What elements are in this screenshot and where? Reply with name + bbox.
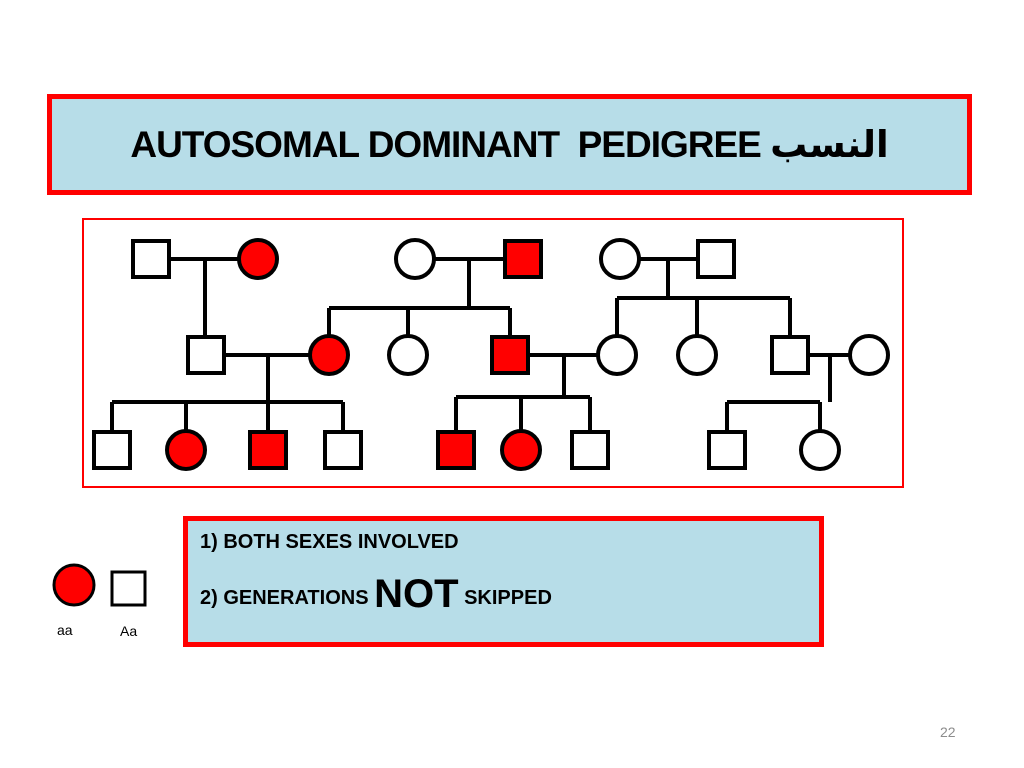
- affected-female-g2b: [308, 334, 350, 376]
- criterion-1: 1) BOTH SEXES INVOLVED: [200, 531, 459, 553]
- unaffected-male-g3d: [323, 430, 363, 470]
- unaffected-male-g3a: [92, 430, 132, 470]
- unaffected-male-g3g: [570, 430, 610, 470]
- unaffected-female-g2h: [848, 334, 890, 376]
- legend-symbols: [52, 563, 147, 607]
- affected-male-g3c: [248, 430, 288, 470]
- legend-square-icon: [110, 570, 147, 607]
- title-banner: AUTOSOMAL DOMINANT PEDIGREE النسب: [47, 94, 972, 195]
- criterion-2-prefix: 2) GENERATIONS: [200, 587, 375, 609]
- slide-title: AUTOSOMAL DOMINANT PEDIGREE النسب: [130, 124, 889, 165]
- unaffected-male-g1f: [696, 239, 736, 279]
- slide-number: 22: [940, 724, 956, 740]
- criterion-2: 2) GENERATIONS NOT SKIPPED: [200, 572, 819, 617]
- affected-female-g1b: [237, 238, 279, 280]
- affected-female-g3f: [500, 429, 542, 471]
- affected-male-g1d: [503, 239, 543, 279]
- affected-female-g3b: [165, 429, 207, 471]
- legend-label-Aa: Aa: [120, 623, 138, 639]
- affected-male-g3e: [436, 430, 476, 470]
- unaffected-female-g1c: [394, 238, 436, 280]
- unaffected-female-g1e: [599, 238, 641, 280]
- criterion-2-emphasis: NOT: [374, 572, 459, 616]
- unaffected-male-g1a: [131, 239, 171, 279]
- unaffected-female-g2f: [676, 334, 718, 376]
- legend-circle-icon: [52, 563, 96, 607]
- unaffected-female-g2e: [596, 334, 638, 376]
- unaffected-male-g3h: [707, 430, 747, 470]
- criterion-2-suffix: SKIPPED: [458, 587, 552, 609]
- criteria-box: 1) BOTH SEXES INVOLVED 2) GENERATIONS NO…: [183, 516, 824, 647]
- unaffected-male-g2a: [186, 335, 226, 375]
- unaffected-male-g2g: [770, 335, 810, 375]
- affected-male-g2d: [490, 335, 530, 375]
- legend-label-aa: aa: [57, 622, 73, 638]
- unaffected-female-g2c: [387, 334, 429, 376]
- unaffected-female-g3i: [799, 429, 841, 471]
